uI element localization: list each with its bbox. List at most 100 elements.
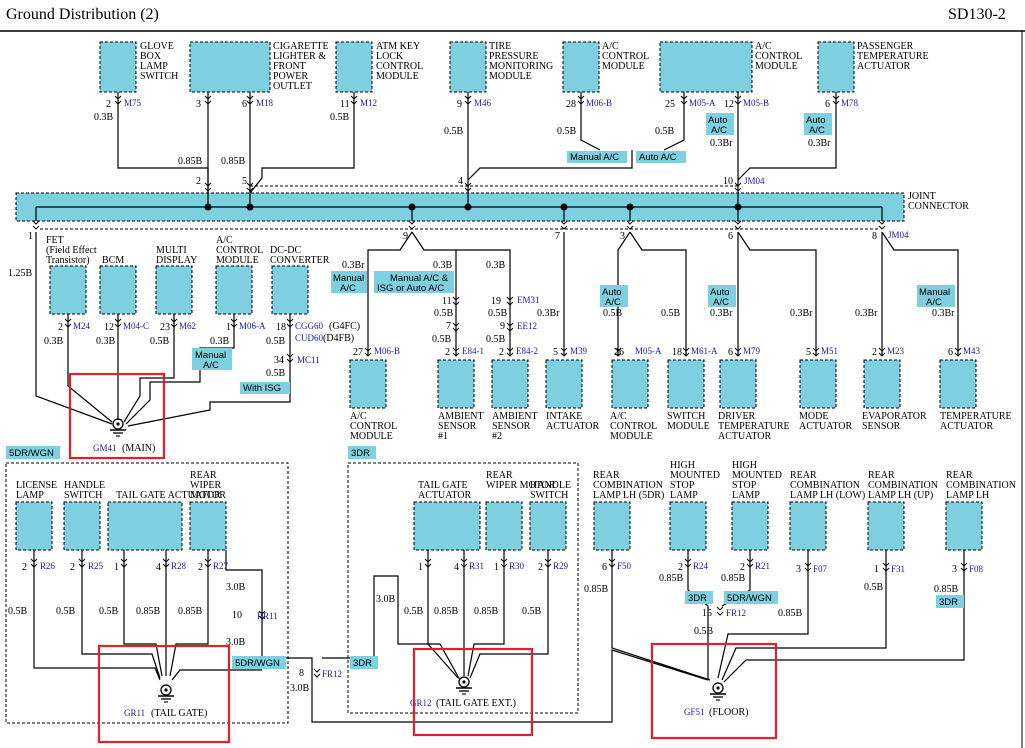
ground-code: GR12 — [410, 698, 432, 708]
wire-label: 0.3B — [94, 112, 114, 123]
wire-label: 0.3Br — [932, 308, 955, 319]
label: MODULE — [350, 431, 393, 442]
pin-number: 1 — [418, 562, 423, 573]
label: MOUNTED — [732, 470, 782, 481]
label: ACTUATOR — [546, 421, 599, 432]
variant-tag: 3DR — [688, 593, 707, 604]
pin-number: 6 — [825, 99, 830, 110]
tag-bg — [804, 113, 832, 135]
variant-tag: Manual — [919, 287, 950, 298]
variant-tag: A/C — [203, 360, 219, 371]
pin-number: 23 — [160, 322, 170, 333]
label: ACTUATOR — [857, 61, 910, 72]
section-tag-5dr: 5DR/WGN — [9, 448, 54, 459]
variant-tag: Manual — [195, 350, 226, 361]
wire-label: 3.0B — [226, 582, 246, 593]
connector-code: M78 — [841, 98, 859, 108]
variant-tag: 5DR/WGN — [727, 593, 772, 604]
connector-code: R28 — [171, 561, 187, 571]
wire-label: 0.3B — [210, 336, 230, 347]
pin-number: 25 — [665, 99, 675, 110]
tag-bg — [636, 151, 686, 163]
ground-code: GR11 — [124, 708, 145, 718]
tag-bg — [708, 285, 736, 307]
handle-switch-box-2 — [529, 501, 567, 551]
variant-tag: 5DR/WGN — [235, 658, 280, 669]
wire-label: 0.3Br — [710, 138, 733, 149]
connector-code: M39 — [570, 346, 588, 356]
rear-wiper-motor-box-2 — [485, 501, 523, 551]
pin-number: 7 — [555, 231, 560, 242]
wire-label: 0.5B — [99, 606, 119, 617]
wire-label: 0.85B — [136, 606, 161, 617]
pin-number: 1 — [494, 562, 499, 573]
wire-label: 0.3Br — [855, 308, 878, 319]
label: LICENSE — [16, 480, 57, 491]
wire-label: 0.85B — [178, 606, 203, 617]
variant-tag: Auto — [602, 287, 622, 298]
connector-code: M06-A — [239, 321, 266, 331]
pin-number: 5 — [553, 347, 558, 358]
label: DISPLAY — [156, 255, 197, 266]
connector-code: M51 — [821, 346, 838, 356]
label: HANDLE — [530, 480, 571, 491]
label: REAR — [868, 470, 895, 481]
wire-label: 0.5B — [150, 336, 170, 347]
label: LAMP LH (5DR) — [593, 490, 664, 501]
connector-code: R21 — [755, 561, 770, 571]
wire-label: 0.5B — [404, 606, 424, 617]
wire — [629, 231, 687, 356]
connector-code: R25 — [88, 561, 104, 571]
label: HANDLE — [64, 480, 105, 491]
label: BCM — [102, 255, 124, 266]
wire — [367, 231, 413, 356]
pin-marker — [313, 668, 321, 678]
variant-tag: Auto A/C — [639, 152, 677, 163]
label: MODULE — [667, 421, 710, 432]
pin-marker — [734, 220, 742, 230]
pin-number: 9 — [403, 231, 408, 242]
pin-number: 1 — [874, 564, 879, 575]
pin-number: 1 — [114, 562, 119, 573]
pin-number: 4 — [458, 176, 463, 187]
variant-tag: A/C — [926, 297, 942, 308]
ground-name: (MAIN) — [122, 443, 155, 454]
temperature-actuator-box — [939, 359, 977, 409]
pin-number: 1 — [226, 322, 231, 333]
bcm-box — [99, 265, 137, 315]
dc-dc-converter-box — [271, 265, 309, 315]
wire-label: 0.5B — [694, 626, 714, 637]
wire — [881, 231, 959, 356]
wire — [171, 669, 262, 681]
tag-bg — [348, 446, 376, 459]
tag-bg — [706, 113, 734, 135]
variant-tag: 3DR — [939, 597, 958, 608]
pin-marker — [878, 220, 886, 230]
connector-code: CUD60 — [295, 333, 324, 343]
wire — [411, 231, 511, 356]
wire — [67, 314, 113, 423]
wire — [737, 92, 837, 181]
pin-number: 6 — [728, 231, 733, 242]
connector-code: R31 — [469, 561, 484, 571]
connector-code: FR12 — [726, 608, 746, 618]
pin-number: 2 — [678, 562, 683, 573]
tag-bg — [350, 656, 378, 669]
label: CONTROL — [350, 421, 397, 432]
pin-number: 5 — [242, 176, 247, 187]
wire-label: 0.5B — [486, 334, 506, 345]
wire — [580, 92, 601, 151]
ambient-sensor-2-box — [491, 359, 529, 409]
connector-code: R29 — [553, 561, 569, 571]
label: LAMP — [140, 61, 168, 72]
ground-highlight-main — [68, 372, 166, 460]
wire-label: 0.5B — [56, 606, 76, 617]
ground-highlight-floor — [650, 642, 778, 740]
pin-marker — [32, 220, 40, 230]
license-lamp-box — [15, 501, 53, 551]
tag-bg — [917, 285, 955, 307]
wire — [721, 550, 887, 681]
connector-code: M18 — [256, 98, 274, 108]
connector-code: M05-B — [743, 98, 769, 108]
pin-number: 2 — [538, 562, 543, 573]
